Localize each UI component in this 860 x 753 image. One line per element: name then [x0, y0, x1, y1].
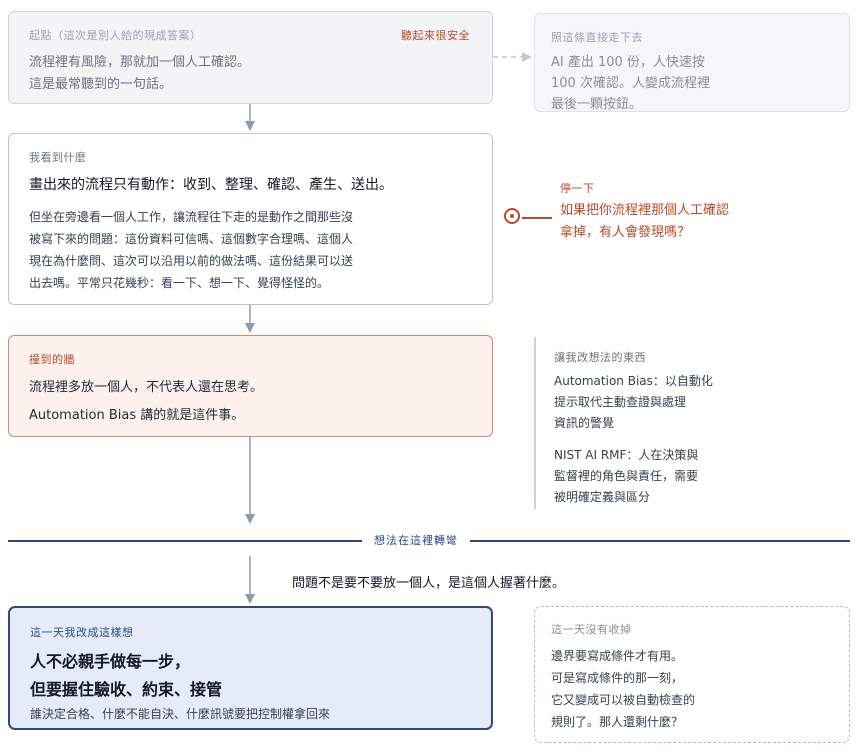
target-icon: [504, 208, 520, 224]
reference-line: 監督裡的角色與責任，需要: [554, 469, 699, 483]
reference-line: Automation Bias：以自動化: [554, 374, 713, 388]
start-box: 起點（這次是別人給的現成答案） 聽起來很安全 流程裡有風險，那就加一個人工確認。…: [8, 11, 493, 104]
wall-body: 流程裡多放一個人，不代表人還在思考。 Automation Bias 講的就是這…: [29, 374, 263, 430]
references-tag: 讓我改想法的東西: [554, 351, 646, 364]
callout-connector: [522, 217, 552, 219]
reference-line: NIST AI RMF：人在決策與: [554, 448, 699, 462]
observation-body: 但坐在旁邊看一個人工作，讓流程往下走的是動作之間那些沒 被寫下來的問題：這份資料…: [29, 206, 379, 294]
consequence-line: 100 次確認。人變成流程裡: [551, 76, 710, 91]
wall-line: 流程裡多放一個人，不代表人還在思考。: [29, 380, 264, 395]
start-line: 這是最常聽到的一句話。: [29, 77, 173, 92]
consequence-body: AI 產出 100 份，人快速按 100 次確認。人變成流程裡 最後一顆按鈕。: [551, 52, 710, 115]
reference-nist-ai-rmf: NIST AI RMF：人在決策與 監督裡的角色與責任，需要 被明確定義與區分: [554, 445, 698, 508]
wall-line: Automation Bias 講的就是這件事。: [29, 408, 245, 423]
reference-line: 資訊的警覺: [554, 416, 615, 430]
new-view-tag: 這一天我改成這樣想: [30, 626, 134, 639]
observation-headline: 畫出來的流程只有動作：收到、整理、確認、產生、送出。: [29, 177, 393, 193]
open-question-tag: 這一天沒有收掉: [551, 623, 632, 636]
open-line: 規則了。那人還剩什麼？: [551, 715, 684, 729]
observation-line: 出去嗎。平常只花幾秒：看一下、想一下、覺得怪怪的。: [29, 276, 330, 290]
pause-line: 如果把你流程裡那個人工確認: [560, 203, 730, 218]
headline-line: 人不必親手做每一步，: [30, 652, 191, 671]
reference-automation-bias: Automation Bias：以自動化 提示取代主動查證與處理 資訊的警覺: [554, 371, 713, 434]
start-box-tag: 起點（這次是別人給的現成答案）: [29, 29, 202, 42]
references-panel: 讓我改想法的東西 Automation Bias：以自動化 提示取代主動查證與處…: [534, 337, 836, 509]
observation-box: 我看到什麼 畫出來的流程只有動作：收到、整理、確認、產生、送出。 但坐在旁邊看一…: [8, 133, 493, 305]
open-question-body: 邊界要寫成條件才有用。 可是寫成條件的那一刻， 它又變成可以被自動檢查的 規則了…: [551, 645, 695, 733]
pause-tag: 停一下: [560, 182, 595, 195]
start-line: 流程裡有風險，那就加一個人工確認。: [29, 55, 251, 70]
reference-line: 被明確定義與區分: [554, 490, 651, 504]
reference-line: 提示取代主動查證與處理: [554, 395, 687, 409]
consequence-line: 最後一顆按鈕。: [551, 97, 643, 112]
start-box-warning: 聽起來很安全: [401, 29, 470, 42]
wall-box: 撞到的牆 流程裡多放一個人，不代表人還在思考。 Automation Bias …: [8, 335, 493, 437]
turn-statement: 問題不是要不要放一個人，是這個人握著什麼。: [292, 576, 566, 591]
consequence-box: 照這條直接走下去 AI 產出 100 份，人快速按 100 次確認。人變成流程裡…: [534, 13, 850, 112]
new-view-headline: 人不必親手做每一步， 但要握住驗收、約束、接管: [30, 648, 222, 704]
pause-line: 拿掉，有人會發現嗎？: [560, 225, 691, 240]
open-question-box: 這一天沒有收掉 邊界要寫成條件才有用。 可是寫成條件的那一刻， 它又變成可以被自…: [534, 606, 850, 743]
new-view-box: 這一天我改成這樣想 人不必親手做每一步， 但要握住驗收、約束、接管 誰決定合格、…: [8, 606, 493, 730]
headline-line: 但要握住驗收、約束、接管: [30, 680, 223, 699]
pause-question: 如果把你流程裡那個人工確認 拿掉，有人會發現嗎？: [560, 200, 729, 244]
observation-tag: 我看到什麼: [29, 151, 87, 164]
open-line: 邊界要寫成條件才有用。: [551, 649, 684, 663]
wall-tag: 撞到的牆: [29, 353, 75, 366]
open-line: 它又變成可以被自動檢查的: [551, 693, 696, 707]
consequence-line: AI 產出 100 份，人快速按: [551, 55, 705, 70]
start-box-body: 流程裡有風險，那就加一個人工確認。 這是最常聽到的一句話。: [29, 52, 250, 96]
open-line: 可是寫成條件的那一刻，: [551, 671, 684, 685]
observation-line: 但坐在旁邊看一個人工作，讓流程往下走的是動作之間那些沒: [29, 210, 354, 224]
consequence-tag: 照這條直接走下去: [551, 31, 643, 44]
pause-callout: 停一下 如果把你流程裡那個人工確認 拿掉，有人會發現嗎？: [504, 180, 764, 250]
observation-line: 現在為什麼問、這次可以沿用以前的做法嗎、這份結果可以送: [29, 254, 354, 268]
divider-label: 想法在這裡轉彎: [362, 532, 470, 548]
observation-line: 被寫下來的問題：這份資料可信嗎、這個數字合理嗎、這個人: [29, 232, 354, 246]
new-view-sub: 誰決定合格、什麼不能自決、什麼訊號要把控制權拿回來: [30, 707, 331, 721]
